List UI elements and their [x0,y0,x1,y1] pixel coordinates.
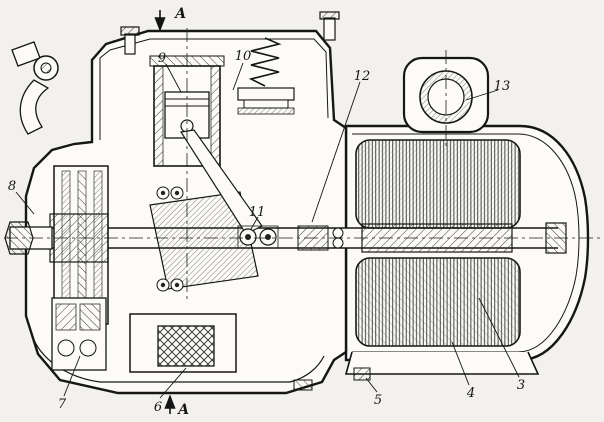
callout-10: 10 [232,49,252,91]
crank-web [149,191,259,290]
motor-feet [344,351,540,375]
stator-windings [355,139,521,347]
main-bearings [156,186,184,292]
callout-label-6: 6 [154,400,162,415]
callout-12: 12 [311,69,371,223]
callout-label-11: 11 [249,205,266,220]
callout-6: 6 [154,367,187,415]
centerlines [4,28,600,300]
callouts: 9 10 12 13 11 8 7 6 [8,49,525,415]
callout-5: 5 [365,377,382,408]
motor-casing-inner [352,133,580,353]
drain-plug [293,379,313,391]
head-bolt-left [120,26,140,55]
sump-inner-line [33,339,325,383]
section-letter-top: А [174,6,186,22]
callout-label-4: 4 [466,386,475,401]
callout-label-7: 7 [58,397,67,412]
motor-foot-seal [353,367,371,381]
callout-3: 3 [478,297,525,393]
callout-label-13: 13 [494,79,511,94]
sump-group [33,297,371,391]
callout-label-10: 10 [235,49,252,64]
callout-label-9: 9 [158,51,166,66]
head-bolt-right [319,11,340,41]
section-marks: А А [154,6,189,418]
callout-13: 13 [465,79,511,101]
valve-spring-group [237,37,295,115]
suction-pipe-group [11,41,59,135]
callout-7: 7 [58,355,81,412]
callout-8: 8 [8,179,35,215]
callout-label-8: 8 [8,179,16,194]
section-letter-bottom: А [177,402,189,418]
valve-stack-top [237,87,295,101]
valve-spring [248,37,282,87]
head-cover-inner-line [99,38,329,140]
callout-11: 11 [249,205,266,230]
oil-filter [157,325,215,367]
callout-label-12: 12 [354,69,371,84]
motor-front-bearing [332,227,344,249]
big-end-bearing [237,225,279,249]
callout-label-3: 3 [517,378,525,393]
valve-stack-bottom [237,107,295,115]
callout-label-5: 5 [374,393,382,408]
pipe-elbow [19,79,50,135]
callout-9: 9 [158,51,182,93]
callout-4: 4 [451,341,475,401]
valve-stack-mid [243,99,289,109]
